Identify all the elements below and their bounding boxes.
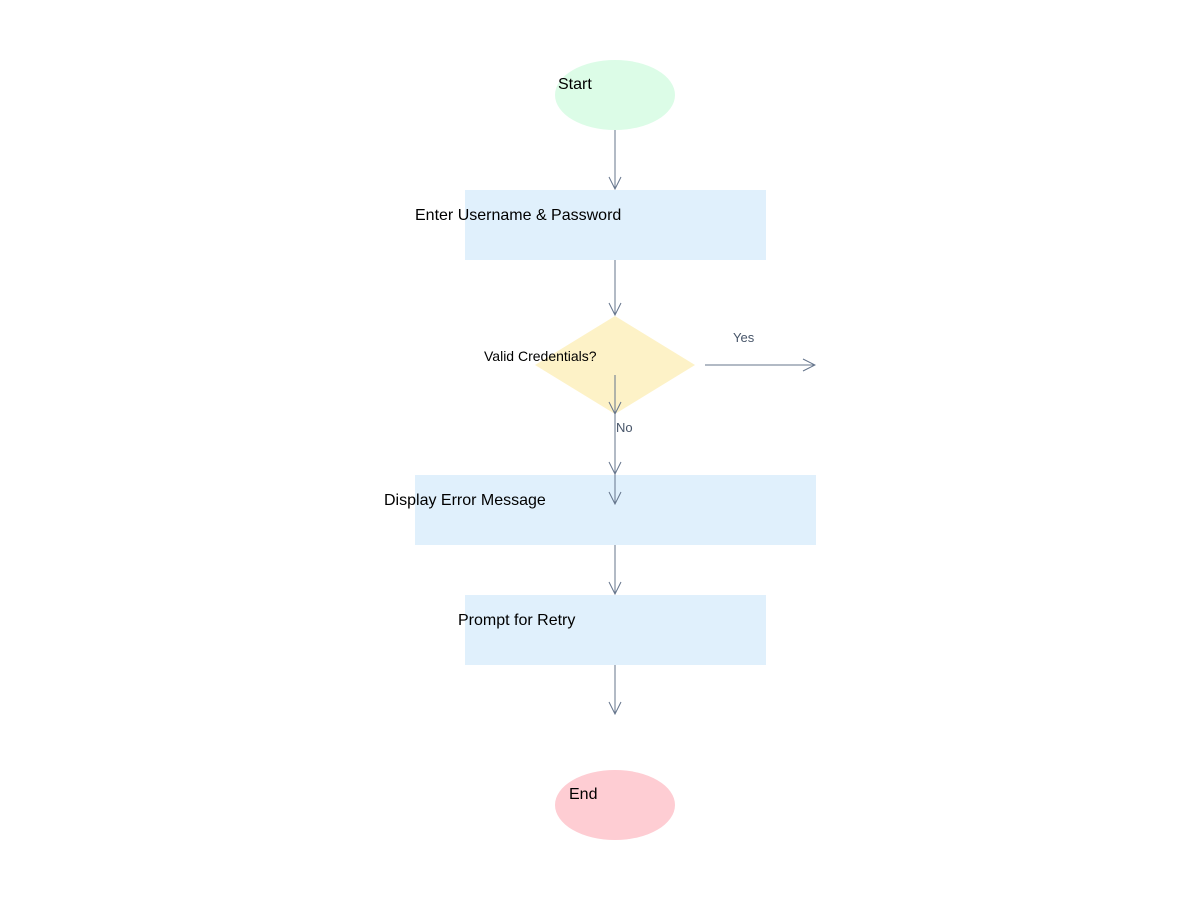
end-node-shape [555, 770, 675, 840]
end-node[interactable]: End [555, 770, 675, 840]
edge-label-no: No [616, 420, 633, 435]
valid-credentials-decision-shape [535, 316, 695, 414]
edge-label-yes: Yes [733, 330, 755, 345]
connectors [615, 130, 815, 714]
prompt-retry-node-shape [465, 595, 766, 665]
enter-credentials-node-shape [465, 190, 766, 260]
enter-credentials-node[interactable]: Enter Username & Password [415, 190, 766, 260]
end-node-label: End [569, 786, 597, 803]
start-node-label: Start [558, 76, 592, 93]
start-node-shape [555, 60, 675, 130]
prompt-retry-node-label: Prompt for Retry [458, 612, 575, 629]
start-node[interactable]: Start [555, 60, 675, 130]
display-error-node[interactable]: Display Error Message [384, 475, 816, 545]
enter-credentials-node-label: Enter Username & Password [415, 207, 621, 224]
valid-credentials-decision-label: Valid Credentials? [484, 348, 597, 364]
display-error-node-label: Display Error Message [384, 492, 546, 509]
valid-credentials-decision[interactable]: Valid Credentials? [484, 316, 695, 414]
prompt-retry-node[interactable]: Prompt for Retry [458, 595, 766, 665]
